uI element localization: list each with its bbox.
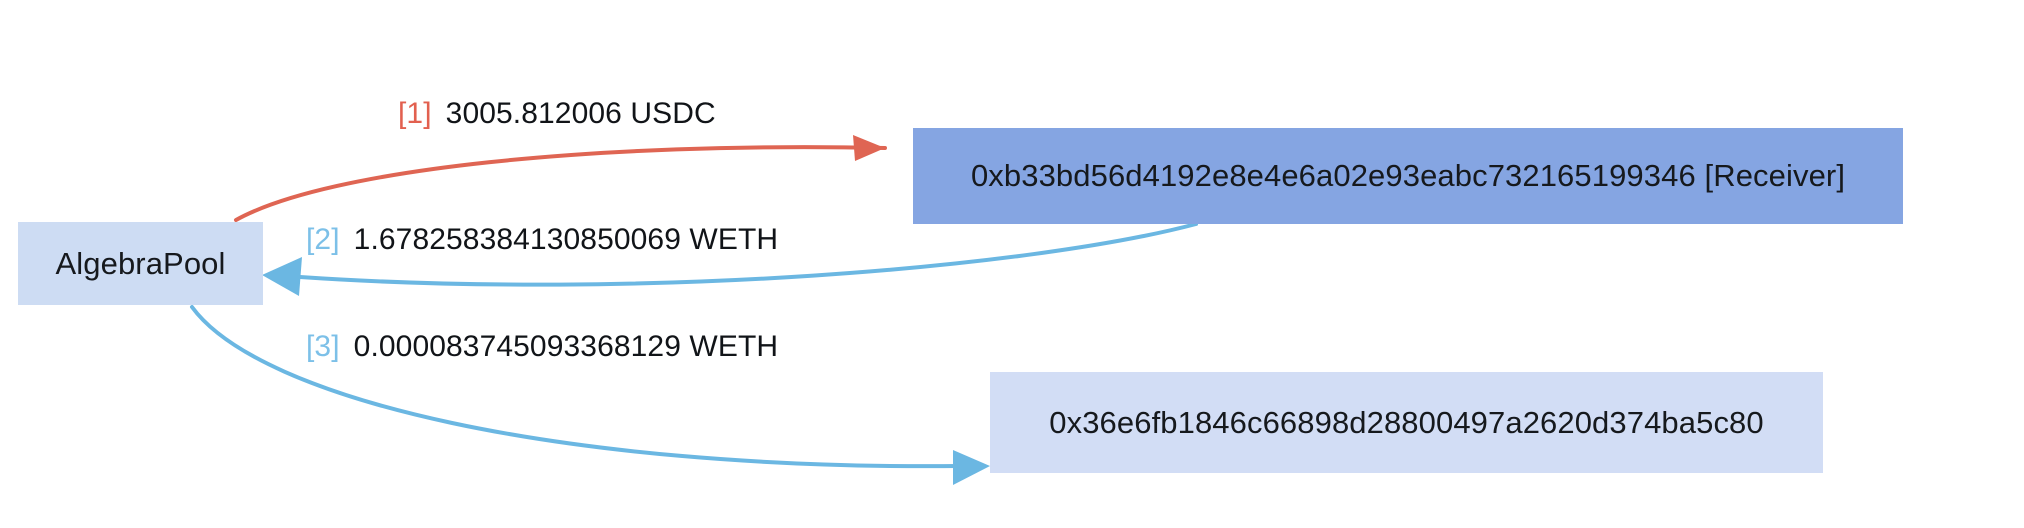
node-receiver-address[interactable]: 0xb33bd56d4192e8e4e6a02e93eabc7321651993… bbox=[913, 128, 1903, 224]
edge-label-1: [1] 3005.812006 USDC bbox=[398, 97, 716, 131]
node-contract-address[interactable]: 0x36e6fb1846c66898d28800497a2620d374ba5c… bbox=[990, 372, 1823, 473]
edge-label-2-text: 1.678258384130850069 WETH bbox=[353, 223, 779, 256]
edge-label-2: [2] 1.678258384130850069 WETH bbox=[306, 223, 778, 257]
edge-label-3-text: 0.000083745093368129 WETH bbox=[353, 330, 779, 363]
node-algebra-pool[interactable]: AlgebraPool bbox=[18, 222, 263, 305]
edge-label-1-text: 3005.812006 USDC bbox=[445, 97, 716, 130]
edge-label-3-index: [3] bbox=[306, 330, 340, 363]
edge-label-1-index: [1] bbox=[398, 97, 432, 130]
node-contract-address-label: 0x36e6fb1846c66898d28800497a2620d374ba5c… bbox=[1049, 404, 1764, 440]
edge-1-pool-to-receiver bbox=[234, 135, 887, 222]
node-algebra-pool-label: AlgebraPool bbox=[55, 245, 226, 281]
edge-label-2-index: [2] bbox=[306, 223, 340, 256]
edge-label-3: [3] 0.000083745093368129 WETH bbox=[306, 330, 778, 364]
node-receiver-address-label: 0xb33bd56d4192e8e4e6a02e93eabc7321651993… bbox=[970, 158, 1846, 193]
